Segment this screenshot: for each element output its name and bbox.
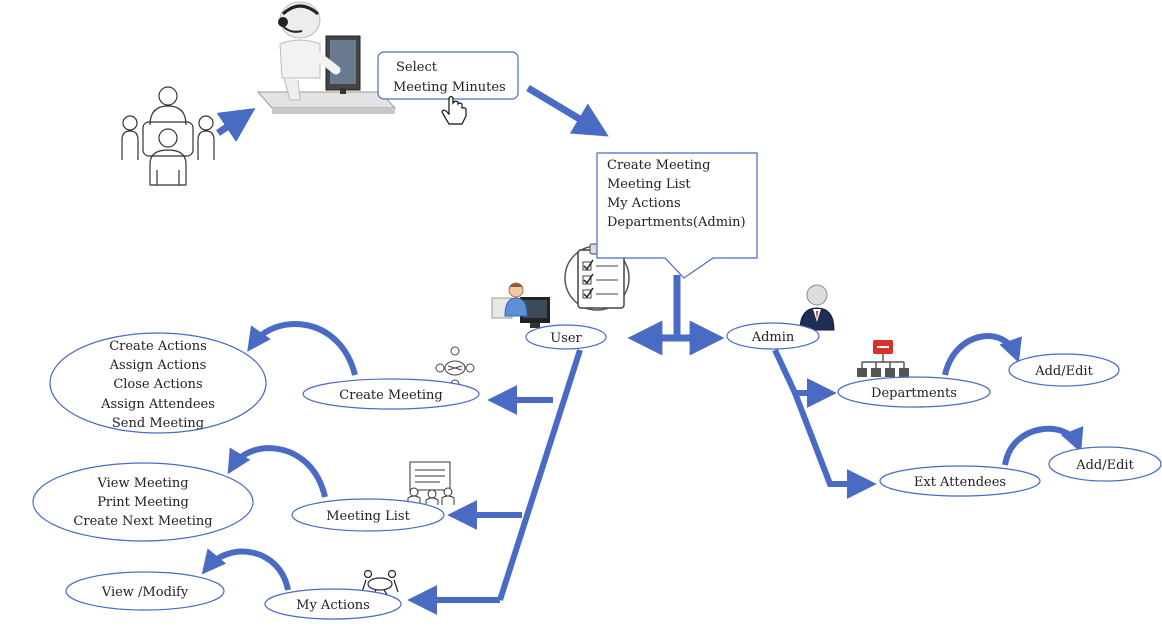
admin-person-icon <box>799 284 835 331</box>
arrow-group-to-user <box>216 108 256 142</box>
svg-text:Meeting List: Meeting List <box>326 509 410 524</box>
menu-item-my-actions: My Actions <box>607 196 681 211</box>
menu-item-meeting-list: Meeting List <box>607 177 691 192</box>
node-create-meeting: Create Meeting <box>302 378 480 410</box>
person-at-computer-icon <box>256 1 397 114</box>
user-at-computer-icon <box>491 282 550 328</box>
option-create-next-meeting: Create Next Meeting <box>73 514 212 529</box>
user-trunk <box>497 349 583 601</box>
curve-departments <box>942 333 1022 376</box>
curve-create-meeting <box>247 321 358 376</box>
option-create-actions: Create Actions <box>109 339 207 354</box>
action-meeting-icon <box>361 569 399 597</box>
node-add-edit-departments: Add/Edit <box>1008 353 1120 387</box>
option-send-meeting: Send Meeting <box>112 416 204 431</box>
option-view-meeting: View Meeting <box>96 476 188 491</box>
meeting-group-icon <box>121 86 215 186</box>
node-departments: Departments <box>837 376 991 408</box>
svg-text:Admin: Admin <box>751 330 795 345</box>
option-assign-attendees: Assign Attendees <box>100 397 215 412</box>
node-my-actions: My Actions <box>264 588 402 620</box>
meeting-minutes-label: Meeting Minutes <box>393 80 506 95</box>
menu-box: Create Meeting Meeting List My Actions D… <box>596 152 758 279</box>
option-print-meeting: Print Meeting <box>97 495 189 510</box>
svg-text:User: User <box>550 331 582 346</box>
option-close-actions: Close Actions <box>113 377 202 392</box>
select-box: Select Meeting Minutes <box>377 51 519 100</box>
svg-text:View /Modify: View /Modify <box>101 585 189 600</box>
node-meeting-list-options: View Meeting Print Meeting Create Next M… <box>32 462 254 542</box>
presentation-icon <box>407 461 455 505</box>
select-label: Select <box>396 60 438 75</box>
svg-text:My Actions: My Actions <box>296 598 370 613</box>
option-assign-actions: Assign Actions <box>109 358 207 373</box>
node-admin: Admin <box>726 322 820 350</box>
svg-text:Add/Edit: Add/Edit <box>1034 364 1093 379</box>
svg-text:Create Meeting: Create Meeting <box>339 388 442 403</box>
curve-my-actions <box>201 548 291 591</box>
admin-trunk-to-ext <box>792 391 877 499</box>
hand-cursor-icon <box>441 95 467 125</box>
svg-text:Ext Attendees: Ext Attendees <box>914 475 1006 490</box>
curve-meeting-list <box>227 445 328 498</box>
menu-item-departments: Departments(Admin) <box>607 215 746 230</box>
admin-trunk-to-departments <box>772 348 837 408</box>
node-user: User <box>525 324 607 350</box>
connectors <box>201 84 1084 615</box>
node-add-edit-attendees: Add/Edit <box>1048 446 1162 482</box>
node-ext-attendees: Ext Attendees <box>879 465 1041 497</box>
org-chart-icon <box>857 340 909 377</box>
menu-item-create-meeting: Create Meeting <box>607 158 710 173</box>
svg-text:Add/Edit: Add/Edit <box>1075 458 1134 473</box>
curve-ext-attendees <box>1002 425 1084 466</box>
node-create-meeting-options: Create Actions Assign Actions Close Acti… <box>49 332 267 434</box>
node-view-modify: View /Modify <box>65 571 225 611</box>
svg-text:Departments: Departments <box>871 386 957 401</box>
node-meeting-list: Meeting List <box>291 498 445 532</box>
arrow-select-to-menu <box>526 84 609 137</box>
